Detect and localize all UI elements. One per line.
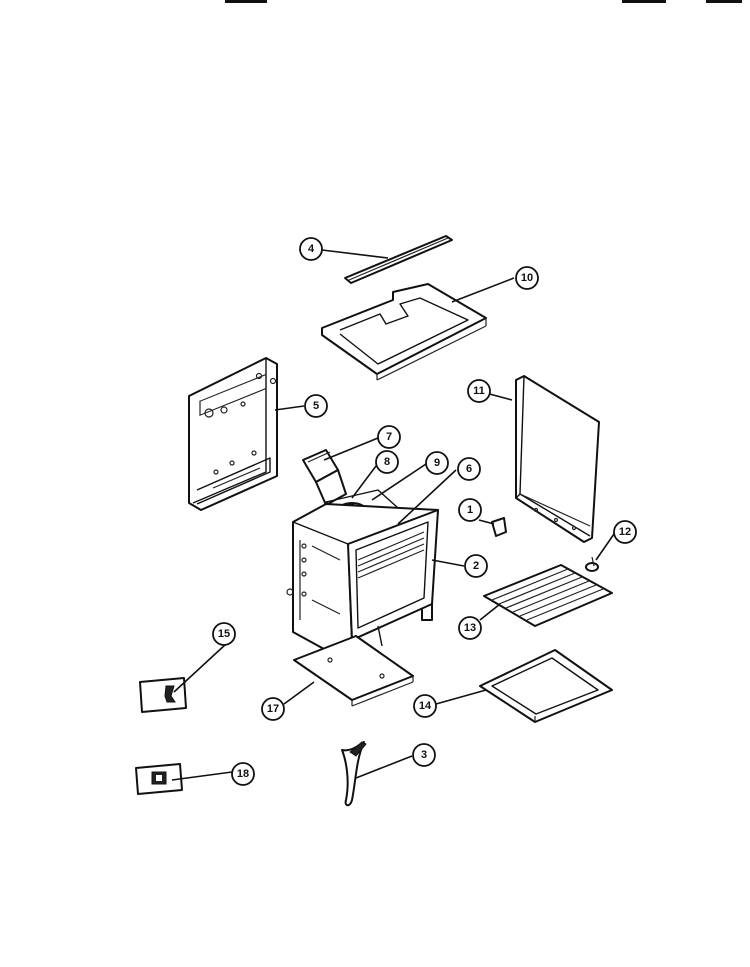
callout-label: 1 xyxy=(467,504,473,516)
part-15-decal xyxy=(139,677,187,713)
top-edge-marks xyxy=(225,0,742,3)
part-5-back-panel xyxy=(188,357,278,511)
part-13-oven-rack xyxy=(483,564,613,627)
part-17-bottom-panel xyxy=(293,625,414,707)
callout-14: 14 xyxy=(413,694,437,718)
callout-12: 12 xyxy=(613,520,637,544)
callout-6: 6 xyxy=(457,457,481,481)
part-2-oven-body xyxy=(286,503,439,661)
callout-label: 8 xyxy=(384,456,390,468)
callout-2: 2 xyxy=(464,554,488,578)
callout-label: 9 xyxy=(434,457,440,469)
callout-label: 2 xyxy=(473,560,479,572)
part-12-fitting xyxy=(585,556,599,572)
part-14-broiler-pan xyxy=(479,649,613,723)
part-3-igniter xyxy=(341,741,367,807)
callout-4: 4 xyxy=(299,237,323,261)
callout-7: 7 xyxy=(377,425,401,449)
part-10-top-panel xyxy=(321,283,487,381)
callout-17: 17 xyxy=(261,697,285,721)
callout-13: 13 xyxy=(458,616,482,640)
callout-label: 4 xyxy=(308,243,315,255)
callout-label: 6 xyxy=(466,463,472,475)
callout-label: 12 xyxy=(619,526,631,538)
callout-label: 13 xyxy=(464,622,476,634)
part-7-vent-duct xyxy=(302,449,347,506)
callout-10: 10 xyxy=(515,266,539,290)
callout-3: 3 xyxy=(412,743,436,767)
callout-18: 18 xyxy=(231,762,255,786)
leader-lines xyxy=(171,249,615,781)
part-1-bracket xyxy=(491,517,507,537)
callout-label: 15 xyxy=(218,628,230,640)
callout-15: 15 xyxy=(212,622,236,646)
part-4-top-trim xyxy=(344,235,453,284)
callout-label: 11 xyxy=(473,385,485,397)
callout-label: 10 xyxy=(521,272,533,284)
callout-label: 7 xyxy=(386,431,392,443)
callout-5: 5 xyxy=(304,394,328,418)
callout-label: 5 xyxy=(313,400,319,412)
part-11-door-frame xyxy=(515,375,600,543)
part-18-decal xyxy=(135,763,183,795)
callout-8: 8 xyxy=(375,450,399,474)
callout-11: 11 xyxy=(467,379,491,403)
callout-label: 17 xyxy=(267,703,279,715)
callout-label: 3 xyxy=(421,749,427,761)
callout-label: 14 xyxy=(419,700,432,712)
callout-label: 18 xyxy=(237,768,249,780)
callout-9: 9 xyxy=(425,451,449,475)
callout-1: 1 xyxy=(458,498,482,522)
